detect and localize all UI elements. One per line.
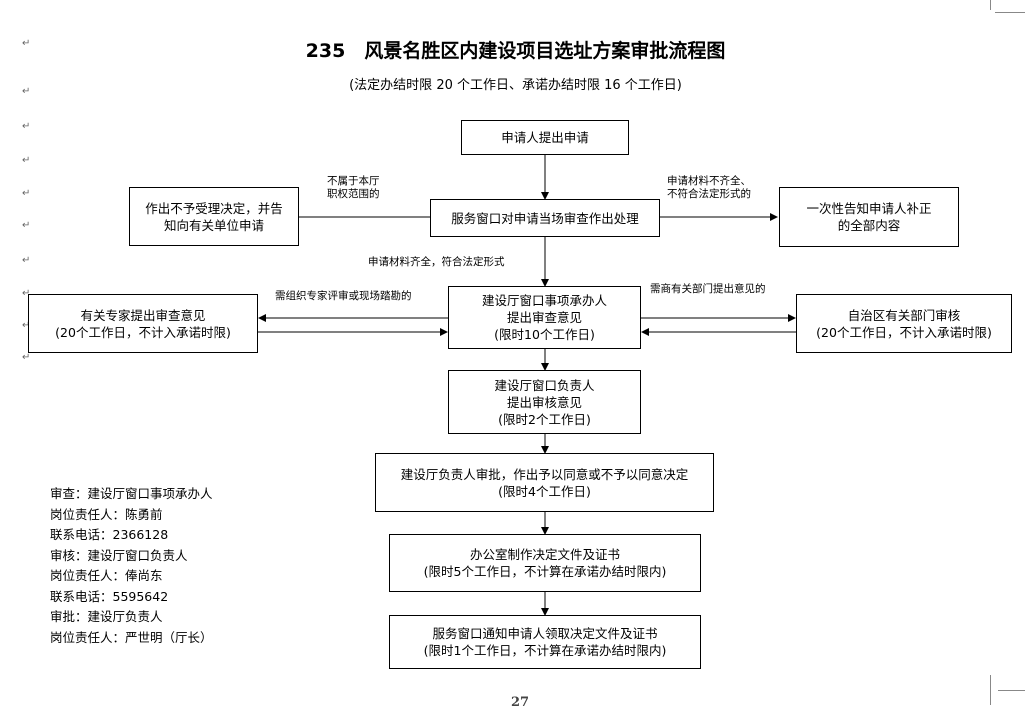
contact-line: 联系电话：2366128 — [50, 527, 169, 542]
page-title: 235 风景名胜区内建设项目选址方案审批流程图 — [305, 40, 726, 62]
contact-line: 审查：建设厅窗口事项承办人 — [50, 486, 213, 501]
expert-box: 有关专家提出审查意见 (20个工作日，不计入承诺时限) — [28, 294, 258, 353]
paragraph-mark: ↵ — [22, 155, 31, 166]
reject-box: 作出不予受理决定，并告 知向有关单位申请 — [129, 187, 299, 246]
contact-line: 审批：建设厅负责人 — [50, 609, 163, 624]
chief-box: 建设厅负责人审批，作出予以同意或不予以同意决定 (限时4个工作日) — [375, 453, 714, 512]
supervisor-box: 建设厅窗口负责人 提出审核意见 (限时2个工作日) — [448, 370, 641, 434]
paragraph-mark: ↵ — [22, 288, 31, 299]
contact-line: 岗位责任人：严世明（厅长） — [50, 629, 213, 645]
label-incomplete: 申请材料不齐全、 不符合法定形式的 — [667, 175, 751, 201]
inform-box: 一次性告知申请人补正 的全部内容 — [779, 187, 959, 247]
contact-line: 岗位责任人：俸尚东 — [50, 568, 163, 583]
contact-line: 岗位责任人：陈勇前 — [50, 506, 163, 522]
box-line: (限时4个工作日) — [498, 483, 591, 499]
label-line: 不符合法定形式的 — [667, 188, 751, 200]
notify-box: 服务窗口通知申请人领取决定文件及证书 (限时1个工作日，不计算在承诺办结时限内) — [389, 615, 701, 669]
box-line: 有关专家提出审查意见 — [80, 307, 206, 323]
contact-line: 审核：建设厅窗口负责人 — [50, 547, 188, 563]
label-complete: 申请材料齐全，符合法定形式 — [368, 256, 505, 268]
label-line: 不属于本厅 — [327, 175, 380, 187]
apply-box: 申请人提出申请 — [461, 120, 629, 155]
paragraph-mark: ↵ — [22, 38, 31, 49]
box-line: 自治区有关部门审核 — [847, 307, 961, 323]
paragraph-mark: ↵ — [22, 220, 31, 231]
box-line: 建设厅负责人审批，作出予以同意或不予以同意决定 — [400, 466, 689, 482]
label-line: 申请材料不齐全、 — [667, 175, 751, 187]
box-line: 服务窗口对申请当场审查作出处理 — [451, 210, 639, 226]
box-line: (限时5个工作日，不计算在承诺办结时限内) — [423, 564, 667, 579]
handler-box: 建设厅窗口事项承办人 提出审查意见 (限时10个工作日) — [448, 286, 641, 349]
paragraph-mark: ↵ — [22, 121, 31, 132]
label-not-scope: 不属于本厅 职权范围的 — [327, 175, 380, 201]
box-line: 建设厅窗口事项承办人 — [481, 293, 607, 308]
box-line: 知向有关单位申请 — [163, 217, 264, 233]
page-number: 27 — [510, 695, 530, 710]
office-box: 办公室制作决定文件及证书 (限时5个工作日，不计算在承诺办结时限内) — [389, 534, 701, 592]
box-line: (限时10个工作日) — [494, 327, 595, 342]
window-check-box: 服务窗口对申请当场审查作出处理 — [430, 199, 660, 237]
box-line: 的全部内容 — [837, 218, 901, 233]
paragraph-mark: ↵ — [22, 188, 31, 199]
region-box: 自治区有关部门审核 (20个工作日，不计入承诺时限) — [796, 294, 1012, 353]
contact-info: 审查：建设厅窗口事项承办人 岗位责任人：陈勇前 联系电话：2366128 审核：… — [50, 484, 213, 648]
box-line: 办公室制作决定文件及证书 — [469, 547, 620, 562]
box-line: 服务窗口通知申请人领取决定文件及证书 — [432, 626, 658, 641]
paragraph-mark: ↵ — [22, 86, 31, 97]
box-line: (20个工作日，不计入承诺时限) — [55, 324, 231, 340]
box-line: (限时1个工作日，不计算在承诺办结时限内) — [423, 643, 667, 658]
box-line: 一次性告知申请人补正 — [806, 201, 932, 216]
box-line: (限时2个工作日) — [498, 411, 591, 427]
box-line: (20个工作日，不计入承诺时限) — [816, 324, 992, 340]
paragraph-mark: ↵ — [22, 352, 31, 363]
label-need-dept: 需商有关部门提出意见的 — [650, 283, 766, 295]
label-line: 职权范围的 — [327, 188, 380, 200]
box-line: 申请人提出申请 — [501, 130, 589, 145]
page-subtitle: (法定办结时限 20 个工作日、承诺办结时限 16 个工作日) — [349, 78, 682, 93]
label-need-expert: 需组织专家评审或现场踏勘的 — [275, 290, 412, 302]
paragraph-mark: ↵ — [22, 320, 31, 331]
box-line: 建设厅窗口负责人 — [494, 377, 595, 393]
box-line: 提出审核意见 — [506, 394, 582, 410]
paragraph-mark: ↵ — [22, 255, 31, 266]
contact-line: 联系电话：5595642 — [50, 588, 169, 604]
box-line: 提出审查意见 — [506, 310, 582, 325]
box-line: 作出不予受理决定，并告 — [145, 200, 283, 216]
